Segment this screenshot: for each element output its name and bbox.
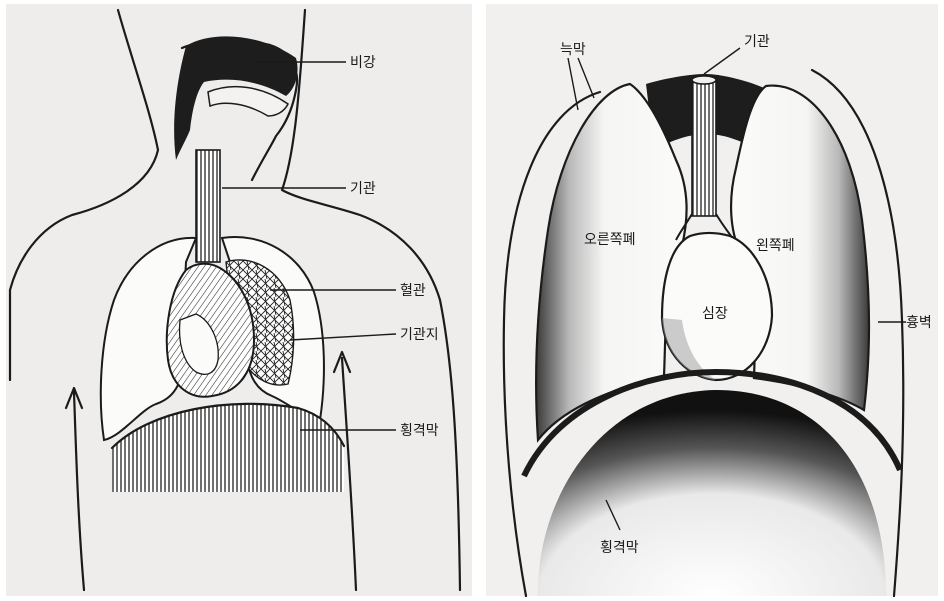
label-diaphragm-left: 횡격막 bbox=[400, 423, 439, 439]
label-heart: 심장 bbox=[702, 306, 728, 322]
label-left-lung: 왼쪽폐 bbox=[756, 238, 795, 254]
label-right-lung: 오른쪽폐 bbox=[584, 232, 636, 248]
label-trachea-left: 기관 bbox=[350, 181, 376, 197]
right-trachea-opening bbox=[692, 76, 716, 84]
left-panel: 비강 기관 혈관 기관지 횡격막 bbox=[6, 4, 472, 596]
left-trachea-tube bbox=[196, 150, 220, 262]
label-pleura: 늑막 bbox=[560, 42, 586, 58]
label-chest-wall: 흉벽 bbox=[906, 315, 932, 331]
label-nasal-cavity: 비강 bbox=[350, 55, 376, 71]
right-panel: 늑막 기관 오른쪽폐 왼쪽폐 심장 흉벽 횡격막 bbox=[486, 4, 938, 596]
label-trachea-right: 기관 bbox=[744, 34, 770, 50]
label-diaphragm-right: 횡격막 bbox=[600, 540, 639, 556]
label-blood-vessel: 혈관 bbox=[400, 283, 426, 299]
right-trachea-tube bbox=[692, 80, 716, 216]
label-bronchi: 기관지 bbox=[400, 327, 439, 343]
